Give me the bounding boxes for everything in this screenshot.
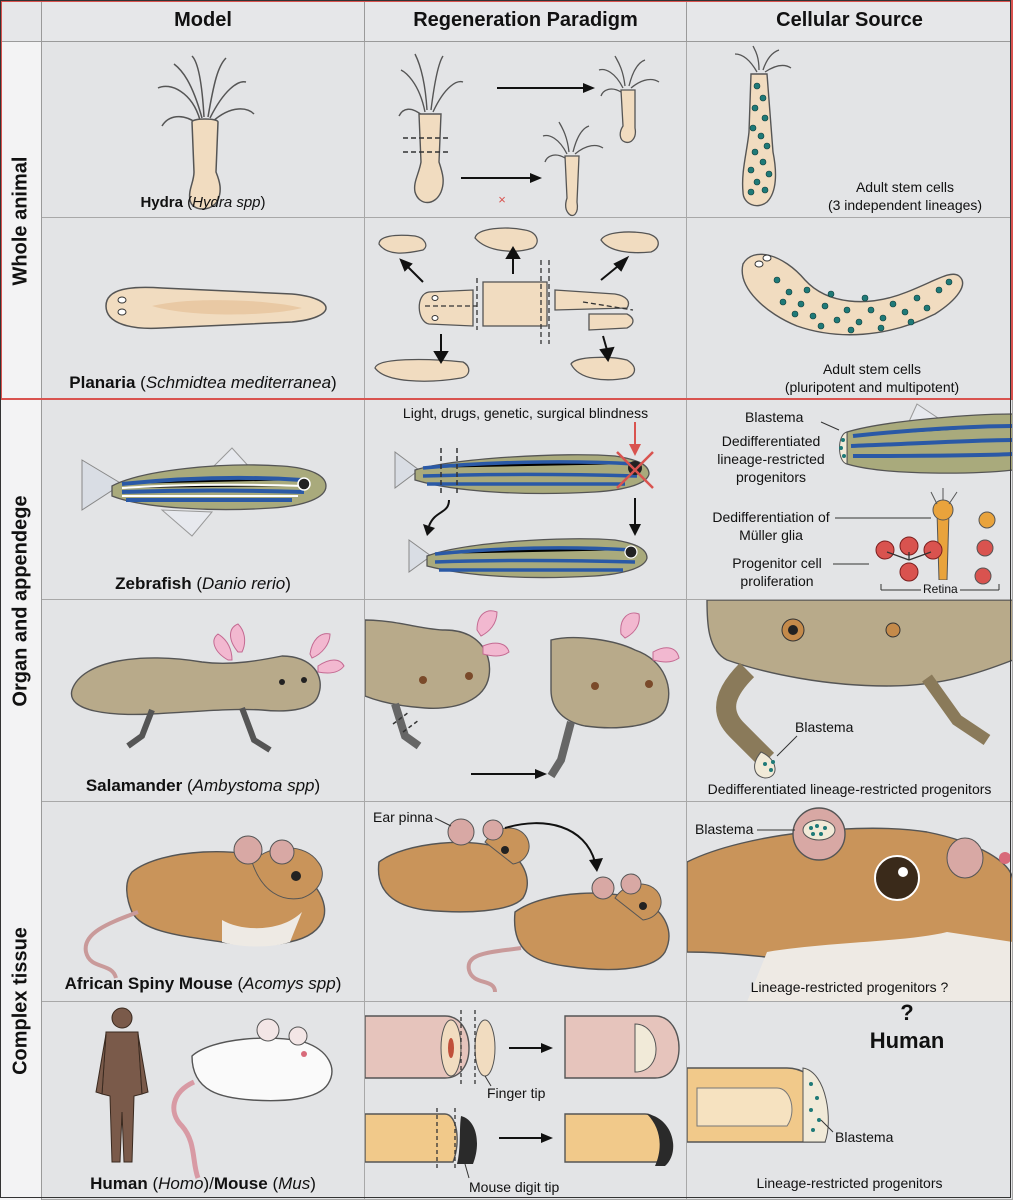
spiny-mouse-illustration — [83, 835, 326, 979]
header-model: Model — [42, 0, 365, 42]
salamander-illustration — [70, 623, 345, 753]
salamander-name: Salamander — [85, 776, 183, 795]
spiny-mouse-name: African Spiny Mouse — [64, 974, 233, 993]
spiny-mouse-paradigm-illustration — [377, 817, 670, 993]
mouse-digit-tip-label: Mouse digit tip — [469, 1179, 560, 1195]
planaria-illustration — [105, 286, 327, 330]
mouse-species: Mus — [278, 1174, 311, 1193]
digit-blastema-label: Blastema — [835, 1129, 894, 1145]
planaria-species: Schmidtea mediterranea — [145, 373, 332, 392]
hydra-fail-mark: × — [498, 192, 506, 207]
zebrafish-model-cell: Zebrafish (Danio rerio) — [42, 400, 365, 600]
progenitor-line2: proliferation — [740, 573, 814, 589]
mouse-name: Mouse — [213, 1174, 268, 1193]
zebrafish-paradigm-caption: Light, drugs, genetic, surgical blindnes… — [402, 405, 649, 421]
hydra-model-cell: Hydra (Hydra spp) — [42, 42, 365, 218]
digit-blastema-illustration — [687, 1067, 834, 1143]
category-organ-appendage: Organ and appendege — [0, 400, 42, 802]
spiny-mouse-species: Acomys spp — [243, 974, 336, 993]
human-mouse-illustration — [95, 1007, 333, 1179]
human-mouse-paradigm-cell: Finger tip Mouse digit tip — [365, 1002, 687, 1200]
planaria-stem-illustration — [741, 253, 964, 336]
hydra-stem-illustration — [734, 45, 792, 207]
salamander-source-text: Dedifferentiated lineage-restricted prog… — [707, 781, 992, 797]
zebrafish-source-cell: Blastema Dedifferentiated lineage-restri… — [687, 400, 1013, 600]
zebrafish-species: Danio rerio — [202, 574, 286, 593]
human-silhouette — [95, 1007, 149, 1163]
spiny-mouse-source-text: Lineage-restricted progenitors ? — [750, 979, 949, 995]
category-complex-tissue: Complex tissue — [0, 802, 42, 1200]
human-source-text: Lineage-restricted progenitors — [756, 1175, 943, 1191]
planaria-name: Planaria — [69, 373, 136, 392]
salamander-model-cell: Salamander (Ambystoma spp) — [42, 600, 365, 802]
human-name: Human — [90, 1174, 148, 1193]
zebrafish-dediff-line1: Dedifferentiated — [721, 433, 821, 449]
hydra-paradigm-cell: × — [365, 42, 687, 218]
spiny-mouse-blastema-label: Blastema — [695, 821, 754, 837]
hydra-source-line2: (3 independent lineages) — [827, 197, 983, 213]
planaria-source-cell: Adult stem cells (pluripotent and multip… — [687, 218, 1013, 400]
human-mouse-paradigm-illustration — [365, 1010, 680, 1179]
stem-cells-dots — [747, 82, 773, 196]
zebrafish-illustration — [81, 447, 327, 537]
zebrafish-blastema-label: Blastema — [745, 409, 804, 425]
finger-tip-label: Finger tip — [487, 1085, 546, 1101]
zebrafish-paradigm-illustration — [394, 422, 654, 579]
hydra-paradigm-illustration: × — [398, 53, 660, 217]
hydra-source-cell: Adult stem cells (3 independent lineages… — [687, 42, 1013, 218]
salamander-paradigm-cell — [365, 600, 687, 802]
hydra-species: Hydra spp — [192, 194, 261, 211]
header-source: Cellular Source — [687, 0, 1013, 42]
salamander-paradigm-illustration — [365, 610, 680, 779]
salamander-species: Ambystoma spp — [192, 776, 315, 795]
human-mouse-model-cell: Human (Homo)/Mouse (Mus) — [42, 1002, 365, 1200]
spiny-mouse-paradigm-cell: Ear pinna — [365, 802, 687, 1002]
spiny-mouse-source-cell: Blastema Lineage-restricted progenitors … — [687, 802, 1013, 1002]
salamander-blastema-label: Blastema — [795, 719, 854, 735]
zebrafish-source-illustration — [820, 403, 1012, 591]
zebrafish-paradigm-cell: Light, drugs, genetic, surgical blindnes… — [365, 400, 687, 600]
human-species: Homo — [158, 1174, 204, 1193]
hydra-source-line1: Adult stem cells — [855, 179, 955, 195]
planaria-paradigm-illustration — [374, 227, 659, 382]
zebrafish-dediff-line2: lineage-restricted — [717, 451, 825, 467]
zebrafish-dediff-line3: progenitors — [735, 469, 807, 485]
hydra-name: Hydra — [140, 194, 183, 211]
progenitor-line1: Progenitor cell — [732, 555, 822, 571]
spiny-mouse-source-illustration — [687, 807, 1012, 1001]
human-mouse-source-cell: ? Human Blastema Lineage-restricted prog… — [687, 1002, 1013, 1200]
category-whole-animal: Whole animal — [0, 42, 42, 400]
human-question-mark: ? — [900, 1002, 914, 1025]
salamander-source-illustration — [706, 600, 1012, 779]
muller-line1: Dedifferentiation of — [712, 509, 830, 525]
planaria-stem-cells — [773, 276, 953, 334]
planaria-source-line2: (pluripotent and multipotent) — [784, 379, 960, 395]
header-paradigm: Regeneration Paradigm — [365, 0, 687, 42]
ear-pinna-label: Ear pinna — [373, 809, 433, 825]
planaria-source-line1: Adult stem cells — [822, 361, 922, 377]
salamander-source-cell: Blastema Dedifferentiated lineage-restri… — [687, 600, 1013, 802]
planaria-model-cell: Planaria (Schmidtea mediterranea) — [42, 218, 365, 400]
zebrafish-name: Zebrafish — [115, 574, 192, 593]
spiny-mouse-model-cell: African Spiny Mouse (Acomys spp) — [42, 802, 365, 1002]
header-corner — [0, 0, 42, 42]
muller-line2: Müller glia — [739, 527, 803, 543]
retina-label: Retina — [921, 580, 960, 598]
human-big-label: Human — [869, 1028, 945, 1053]
planaria-paradigm-cell — [365, 218, 687, 400]
hydra-illustration — [157, 55, 255, 210]
